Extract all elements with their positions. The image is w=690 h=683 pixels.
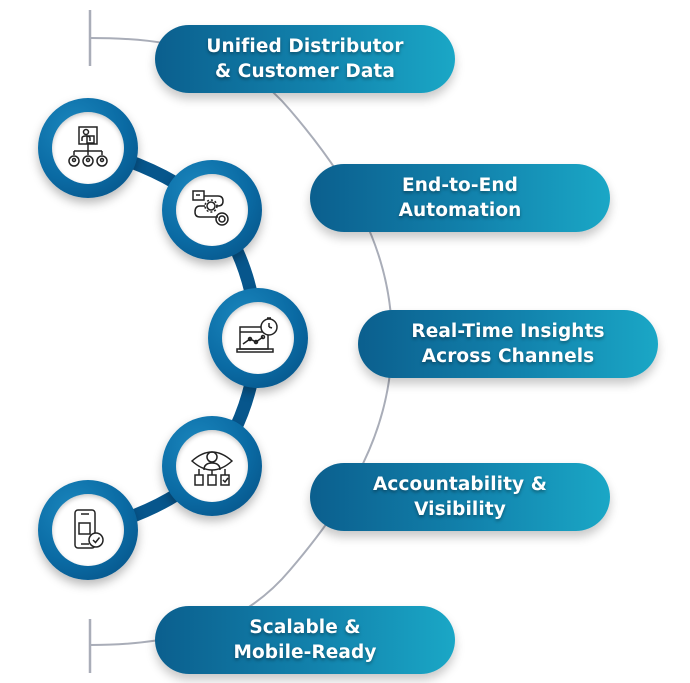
feature-label-line1: Real-Time Insights (411, 321, 605, 342)
feature-label-line2: & Customer Data (215, 61, 395, 82)
org-hierarchy-icon (68, 126, 108, 167)
feature-pill-unified-data: Unified Distributor & Customer Data (155, 25, 455, 93)
feature-label-line2: Across Channels (421, 346, 595, 367)
feature-label-line1: Scalable & (249, 617, 361, 638)
feature-label-line2: Mobile-Ready (233, 642, 377, 663)
node-scalable-mobile (38, 480, 138, 580)
node-unified-data (38, 98, 138, 198)
mobile-check-icon (74, 509, 104, 549)
feature-pill-real-time-insights: Real-Time Insights Across Channels (358, 310, 658, 378)
feature-label-line1: End-to-End (401, 175, 518, 196)
node-automation (162, 160, 262, 260)
workflow-automation-icon (192, 190, 229, 226)
feature-label-line2: Automation (398, 200, 522, 221)
feature-pill-scalable-mobile: Scalable & Mobile-Ready (155, 606, 455, 674)
node-accountability (162, 416, 262, 516)
feature-label-line1: Unified Distributor (206, 36, 404, 57)
oversight-eye-icon (190, 451, 234, 486)
node-real-time-insights (208, 288, 308, 388)
feature-pill-automation: End-to-End Automation (310, 164, 610, 232)
feature-pill-accountability: Accountability & Visibility (310, 463, 610, 531)
analytics-stopwatch-icon (236, 317, 278, 353)
feature-label-line1: Accountability & (373, 474, 547, 495)
feature-label-line2: Visibility (414, 499, 506, 520)
